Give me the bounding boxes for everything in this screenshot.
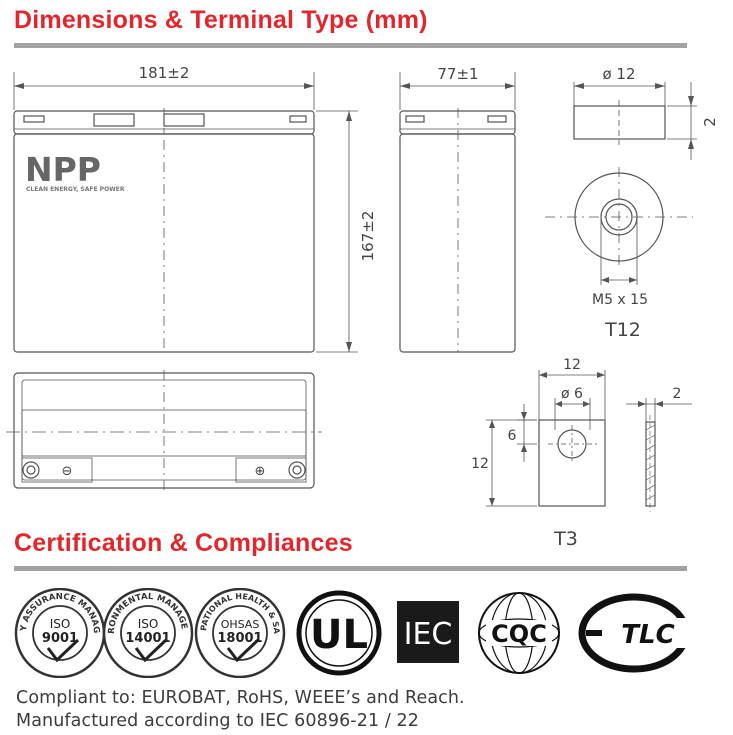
- check-icon: [134, 638, 168, 663]
- title-rule: [14, 43, 687, 48]
- cqc-text: CQC: [491, 620, 547, 648]
- brand-slogan: CLEAN ENERGY, SAFE POWER: [26, 186, 125, 193]
- terminal-t3-drawing: 12 ø 6 6 12 2: [471, 357, 692, 550]
- iso-9001-line2: 9001: [42, 631, 78, 646]
- check-icon: [226, 638, 260, 663]
- certifications-title: Certification & Compliances: [14, 529, 353, 557]
- terminal-t12-drawing: ø 12 2 M5 x 15 T12: [545, 65, 719, 341]
- certifications-rule: [14, 566, 687, 571]
- t3-hole-label: ø 6: [561, 386, 583, 402]
- manufacturing-standard-line: Manufactured according to IEC 60896-21 /…: [16, 711, 419, 731]
- ohsas-line1: OHSAS: [221, 618, 260, 631]
- t12-name: T12: [604, 319, 641, 341]
- battery-top-view: ⊖ ⊕: [6, 370, 322, 492]
- check-icon: [46, 638, 80, 663]
- t3-offset-label: 6: [508, 428, 517, 444]
- t3-name: T3: [553, 528, 578, 550]
- t3-thickness-label: 2: [673, 386, 682, 402]
- battery-side-view: 77±1: [399, 65, 516, 353]
- negative-terminal-symbol: ⊖: [62, 464, 73, 479]
- t12-diameter-label: ø 12: [602, 65, 635, 83]
- technical-drawing: 181±2 NPP CLEAN ENERGY, SAFE POWER 167±2…: [6, 64, 719, 550]
- ul-logo: UL: [296, 590, 382, 676]
- tlc-text: TLC: [621, 620, 674, 650]
- tlc-logo: TLC: [578, 593, 690, 673]
- ul-text: UL: [310, 612, 368, 658]
- certification-logos: QUALITY ASSURANCE MANAGEMENT ISO 9001 EN…: [0, 588, 690, 678]
- t12-thread-label: M5 x 15: [592, 292, 648, 308]
- cqc-logo: CQC: [478, 592, 560, 674]
- iec-text: IEC: [404, 617, 453, 652]
- iso-14001-line1: ISO: [138, 617, 159, 631]
- dimensions-title: Dimensions & Terminal Type (mm): [14, 6, 428, 34]
- battery-front-view: 181±2 NPP CLEAN ENERGY, SAFE POWER 167±2: [13, 64, 377, 353]
- width-label: 77±1: [437, 65, 478, 83]
- t3-width-label: 12: [563, 357, 581, 373]
- iec-logo: IEC: [397, 601, 459, 663]
- t3-height-label: 12: [471, 456, 489, 472]
- positive-terminal-symbol: ⊕: [255, 464, 266, 479]
- iso-9001-line1: ISO: [50, 617, 71, 631]
- length-label: 181±2: [139, 64, 190, 82]
- iso-14001-line2: 14001: [125, 631, 170, 646]
- iso-9001-logo: QUALITY ASSURANCE MANAGEMENT ISO 9001: [0, 588, 106, 678]
- height-label: 167±2: [359, 211, 377, 262]
- ohsas-line2: 18001: [217, 631, 262, 646]
- compliance-line: Compliant to: EUROBAT, RoHS, WEEE’s and …: [16, 688, 465, 708]
- t12-height-label: 2: [701, 117, 719, 127]
- brand-logo: NPP: [25, 150, 101, 189]
